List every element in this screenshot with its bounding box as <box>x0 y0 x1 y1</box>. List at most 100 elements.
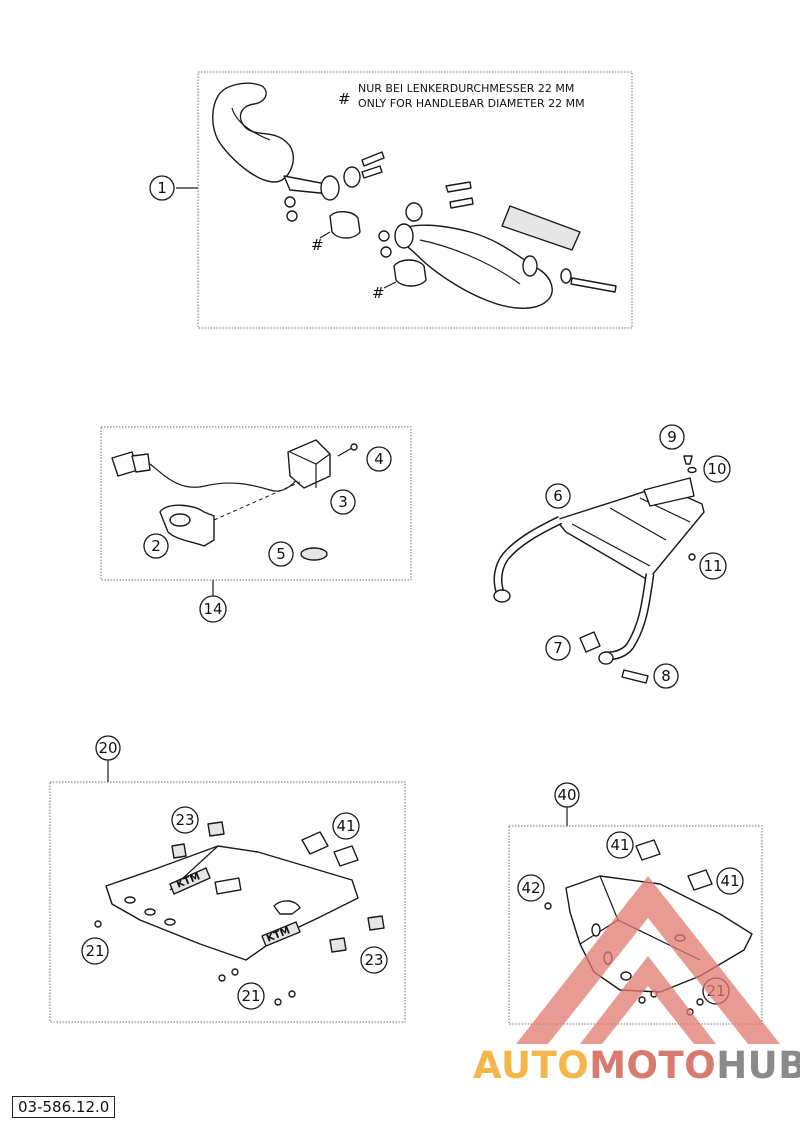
svg-text:4: 4 <box>374 450 384 468</box>
note-english: ONLY FOR HANDLEBAR DIAMETER 22 MM <box>358 97 585 110</box>
cap-5 <box>300 547 328 561</box>
rubber-buffer-23d <box>367 915 385 931</box>
left-clamp-upper <box>343 166 361 188</box>
group-handguard: # # NUR BEI LENKERDURCHMESSER 22 MM ONLY… <box>149 71 633 329</box>
skid-plate-hole-2 <box>144 908 156 916</box>
callout-6: 6 <box>545 483 571 509</box>
callout-8: 8 <box>653 663 679 689</box>
group-rack: 6 7 8 9 10 11 <box>493 424 731 689</box>
callout-10: 10 <box>703 455 731 483</box>
svg-text:21: 21 <box>85 942 104 960</box>
rack-left-tube-fill <box>495 517 562 593</box>
rack-top-bar <box>643 477 695 507</box>
group-20-frame <box>49 781 406 1023</box>
svg-text:11: 11 <box>703 557 722 575</box>
spacer-7 <box>579 631 601 653</box>
washer-10 <box>687 466 697 474</box>
svg-text:5: 5 <box>276 545 286 563</box>
callout-14: 14 <box>199 595 227 623</box>
callout-20: 20 <box>95 735 121 761</box>
note-mark: # <box>338 90 351 108</box>
callout-5: 5 <box>268 541 294 567</box>
svg-text:40: 40 <box>557 786 576 804</box>
callout-7: 7 <box>545 635 571 661</box>
watermark-part-1: AUTO <box>473 1044 590 1087</box>
svg-text:2: 2 <box>151 537 161 555</box>
callout-9: 9 <box>659 424 685 450</box>
hash-mark-right: # <box>372 284 385 302</box>
callout-1: 1 <box>149 175 175 201</box>
left-spacer-leader <box>319 231 331 239</box>
watermark-triangle-outer <box>516 876 780 1044</box>
skid-plate <box>105 845 359 961</box>
left-bolt-1 <box>361 151 385 167</box>
watermark-part-3: HUB <box>716 1044 800 1087</box>
group-40-frame <box>508 825 763 1025</box>
assembly-axis <box>213 481 301 521</box>
left-handguard-shell <box>212 82 294 183</box>
svg-text:41: 41 <box>720 872 739 890</box>
group-20: 20 KTM KTM 23 41 21 23 <box>49 735 406 1023</box>
group-40: 40 41 41 42 21 <box>508 782 763 1025</box>
callout-3: 3 <box>330 489 356 515</box>
callout-41-right: 41 <box>716 867 744 895</box>
left-spacer-sleeve <box>329 211 361 239</box>
screw-9 <box>683 455 693 465</box>
watermark-triangle-inner <box>580 956 716 1044</box>
part-number-label: 03-586.12.0 <box>12 1096 116 1118</box>
skid-plate-logo-plate <box>169 867 211 895</box>
right-nut-2 <box>380 246 392 258</box>
right-handguard-shell <box>395 224 553 309</box>
right-bolt-1 <box>445 181 472 193</box>
svg-text:3: 3 <box>338 493 348 511</box>
skid-plate-hole-3 <box>164 918 176 926</box>
watermark-logo <box>516 876 780 1044</box>
right-handguard-contour <box>419 239 521 285</box>
svg-text:14: 14 <box>203 600 222 618</box>
callout-41-top: 41 <box>606 831 634 859</box>
svg-text:42: 42 <box>521 879 540 897</box>
screw-21i <box>696 998 704 1006</box>
wire <box>149 463 299 492</box>
right-nut-1 <box>378 230 390 242</box>
svg-text:21: 21 <box>241 987 260 1005</box>
bracket-41a <box>301 831 329 855</box>
screw-42 <box>544 902 552 910</box>
callout-4: 4 <box>366 446 392 472</box>
svg-text:41: 41 <box>336 817 355 835</box>
rack-plate <box>555 485 705 581</box>
callout-40: 40 <box>554 782 580 808</box>
svg-text:8: 8 <box>661 667 671 685</box>
callout-23-upper: 23 <box>171 806 199 834</box>
bracket-41c <box>635 839 661 861</box>
left-handguard-contour <box>231 107 271 141</box>
svg-text:23: 23 <box>364 951 383 969</box>
screw-4-head <box>350 443 358 451</box>
group-14-frame <box>100 426 412 581</box>
rack-right-tube-fill <box>605 573 653 659</box>
skid-plate-slot <box>214 877 242 895</box>
callout-23-lower: 23 <box>360 946 388 974</box>
rubber-buffer-23b <box>207 821 225 837</box>
skid-plate-hole-1 <box>124 896 136 904</box>
screw-4 <box>337 447 353 457</box>
bracket-2-hole <box>169 513 191 527</box>
svg-text:23: 23 <box>175 811 194 829</box>
right-clamp <box>394 223 414 249</box>
right-end-bushing <box>522 255 538 277</box>
right-bolt-2 <box>449 197 474 209</box>
watermark-text: AUTOMOTOHUB <box>473 1044 800 1087</box>
note-german: NUR BEI LENKERDURCHMESSER 22 MM <box>358 82 574 95</box>
hash-mark-left: # <box>311 236 324 254</box>
skid-plate-vent <box>273 900 301 915</box>
svg-text:10: 10 <box>707 460 726 478</box>
rack-right-foot <box>598 651 614 665</box>
callout-41-group20: 41 <box>332 812 360 840</box>
group-14: 2 3 4 5 14 <box>100 426 412 623</box>
screw-21c <box>231 968 239 976</box>
engine-guard-hole-3 <box>620 971 632 981</box>
callout-21-bottom: 21 <box>237 982 265 1010</box>
left-clamp <box>320 175 340 201</box>
bolt-8 <box>621 669 649 684</box>
svg-text:41: 41 <box>610 836 629 854</box>
